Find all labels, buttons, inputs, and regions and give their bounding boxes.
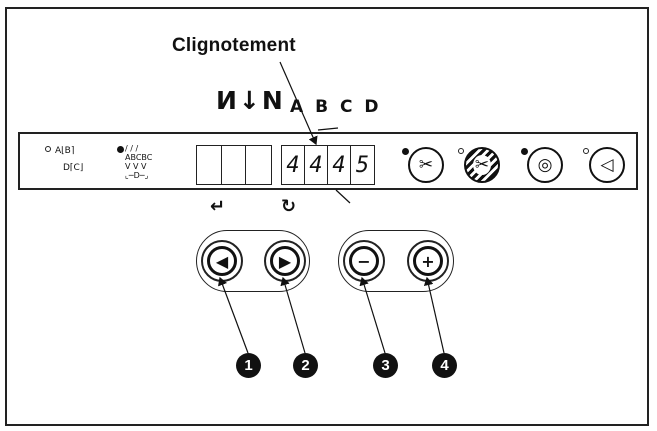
- callout-1: 1: [236, 353, 261, 378]
- scissors-disabled-glyph: ✂: [472, 155, 492, 175]
- plus-icon: +: [413, 246, 443, 276]
- callout-3: 3: [373, 353, 398, 378]
- wiper-led: [583, 148, 589, 154]
- digit-a: 4: [282, 146, 305, 184]
- pattern-right-line4: ⌞─D─⌟: [125, 171, 149, 180]
- pattern-right-line1: / / /: [125, 144, 139, 153]
- pattern-right: / / / ABCBC V V V ⌞─D─⌟: [125, 144, 152, 180]
- callout-4: 4: [432, 353, 457, 378]
- empty-cell: [222, 146, 247, 184]
- minus-icon: −: [349, 246, 379, 276]
- callout-2-line: [280, 276, 306, 354]
- thread-trim-led: [402, 148, 409, 155]
- pattern-right-line3: V V V: [125, 162, 147, 171]
- callout-2: 2: [293, 353, 318, 378]
- wiper-icon[interactable]: ◁: [589, 147, 625, 183]
- digit-d: 5: [355, 152, 370, 178]
- swirl-led: [521, 148, 528, 155]
- blink-tick-top: [317, 127, 339, 131]
- callout-1-line: [218, 276, 249, 354]
- reverse-icon: ↻: [281, 196, 297, 217]
- left-arrow-button[interactable]: ◀: [201, 240, 243, 282]
- blink-tick-bottom: [335, 189, 351, 204]
- arrow-button-group: [196, 230, 310, 292]
- mode-glyphs: И↓N: [216, 86, 285, 115]
- pattern-left-line1: A⌊B⌉: [55, 146, 75, 156]
- plus-button[interactable]: +: [407, 240, 449, 282]
- enter-icon: ↵: [210, 196, 226, 217]
- right-arrow-button[interactable]: ▶: [264, 240, 306, 282]
- pattern-right-led: [117, 146, 124, 153]
- pattern-left: A⌊B⌉ D⌈C⌋: [55, 146, 83, 174]
- digit-b: 4: [305, 146, 328, 184]
- left-arrow-icon: ◀: [207, 246, 237, 276]
- digit-c: 4: [328, 146, 351, 184]
- pattern-left-line2: D⌈C⌋: [63, 163, 84, 173]
- diagram-title: Clignotement: [172, 35, 296, 56]
- operation-panel: [18, 132, 638, 190]
- scissors-icon[interactable]: ✂: [408, 147, 444, 183]
- pattern-left-led: [45, 146, 51, 152]
- callout-3-line: [359, 276, 386, 354]
- plus-minus-button-group: [338, 230, 454, 292]
- right-arrow-icon: ▶: [270, 246, 300, 276]
- empty-cell: [197, 146, 222, 184]
- pattern-right-line2: ABCBC: [125, 153, 153, 162]
- abcd-label: A B C D: [290, 97, 382, 117]
- title-leader-line: [279, 61, 318, 146]
- callout-4-line: [423, 276, 445, 354]
- scissors-disabled-icon[interactable]: ✂: [464, 147, 500, 183]
- swirl-icon[interactable]: ◎: [527, 147, 563, 183]
- empty-display: [196, 145, 272, 185]
- diagram-frame: [5, 7, 649, 426]
- trim-cancel-led: [458, 148, 464, 154]
- digit-display: 4 4 4 5: [281, 145, 375, 185]
